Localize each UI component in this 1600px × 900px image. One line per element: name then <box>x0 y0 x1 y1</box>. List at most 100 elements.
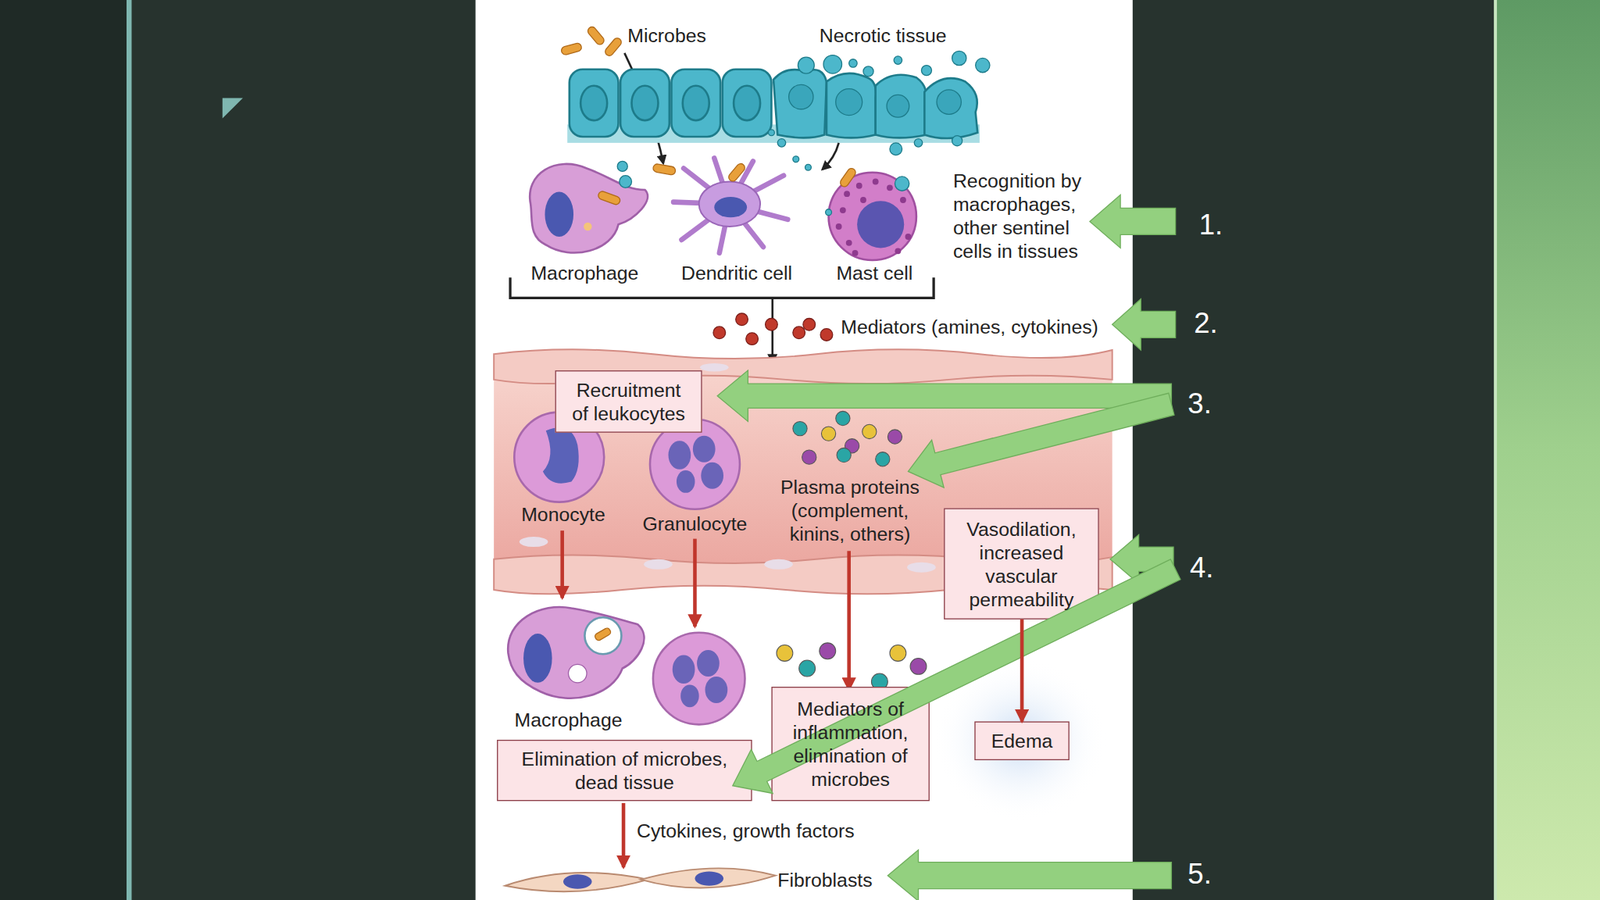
plasma-proteins <box>862 424 877 439</box>
part-label: Dendritic cell <box>665 260 809 285</box>
red-arrows <box>846 550 851 690</box>
sentinel-cells <box>699 181 761 226</box>
box-text: Recruitment of leukocytes <box>568 378 689 425</box>
necrotic-tissue <box>822 142 840 170</box>
blood-cells <box>692 435 716 463</box>
part-label: Mast cell <box>813 260 936 285</box>
plasma-proteins <box>910 657 927 675</box>
background <box>1494 0 1600 900</box>
red-arrows <box>692 539 697 627</box>
process-box: Elimination of microbes, dead tissue <box>496 739 753 801</box>
tissue-cells <box>563 874 593 889</box>
necrotic-tissue <box>835 89 863 116</box>
sentinel-cells <box>673 157 788 253</box>
sentinel-cells <box>619 175 633 189</box>
necrotic-tissue <box>789 84 814 109</box>
plasma-proteins <box>776 410 927 690</box>
necrotic-tissue <box>797 57 815 74</box>
sentinel-cells <box>886 184 893 191</box>
sentinel-cells <box>857 200 904 248</box>
necrotic-tissue <box>936 89 961 115</box>
microbes <box>585 25 606 47</box>
callout-number: 5. <box>1187 857 1212 892</box>
blood-cells <box>700 462 724 490</box>
part-label: Mediators (amines, cytokines) <box>840 315 1099 340</box>
background <box>1493 0 1497 900</box>
sentinel-cells <box>900 196 907 204</box>
sentinel-cells <box>596 190 622 207</box>
microbes <box>603 36 624 58</box>
sentinel-cells <box>846 239 853 247</box>
necrotic-tissue <box>875 75 927 139</box>
red-arrows <box>560 530 565 598</box>
sentinel-cells <box>839 207 847 214</box>
sentinel-cells <box>852 250 859 257</box>
sentinel-cells <box>727 161 747 183</box>
part-label: Fibroblasts <box>777 868 872 893</box>
process-box: Mediators of inflammation, elimination o… <box>771 686 929 801</box>
callout-number: 4. <box>1189 550 1215 586</box>
plasma-proteins <box>792 421 808 436</box>
blood-cells <box>668 440 692 470</box>
plasma-proteins <box>875 452 890 467</box>
tissue-cells <box>505 607 1108 892</box>
tissue-cells <box>584 617 622 654</box>
part-label: Macrophage <box>496 707 640 732</box>
microbes <box>652 163 676 175</box>
epithelium <box>682 85 710 121</box>
background <box>222 97 243 118</box>
tissue-cells <box>640 867 775 888</box>
process-box: Recruitment of leukocytes <box>555 370 703 433</box>
necrotic-tissue <box>952 50 967 65</box>
plasma-proteins <box>821 426 836 441</box>
tissue-cells <box>568 664 588 683</box>
sentinel-cells <box>544 192 574 237</box>
epithelium <box>722 69 772 137</box>
necrotic-tissue <box>889 142 903 156</box>
part-label: Monocyte <box>492 503 636 527</box>
mediator-dots <box>820 328 833 342</box>
plasma-proteins <box>819 642 836 660</box>
plasma-proteins <box>889 644 907 661</box>
sentinel-cells <box>839 167 858 189</box>
background <box>0 0 128 900</box>
box-text: Elimination of microbes, dead tissue <box>507 746 741 794</box>
plasma-proteins <box>887 429 902 444</box>
tissue-cells <box>505 872 649 892</box>
box-text: Vasodilation, increased vascular permeab… <box>955 517 1089 611</box>
tissue-cells <box>680 684 700 708</box>
sentinel-cells <box>714 196 747 218</box>
flow-arrow <box>1020 619 1025 722</box>
mediator-dots <box>713 326 726 340</box>
vessel <box>643 559 673 570</box>
necrotic-tissue <box>886 94 910 118</box>
mediator-dots <box>735 313 749 326</box>
plasma-proteins <box>776 644 793 661</box>
part-label: Cytokines, growth factors <box>636 819 855 843</box>
callout-arrow <box>907 392 1175 488</box>
process-box: Edema <box>974 721 1069 761</box>
blood-cells <box>650 419 740 510</box>
part-label: Plasma proteins (complement, kinins, oth… <box>768 475 933 547</box>
callout-arrow <box>887 850 1172 900</box>
mediator-dots <box>713 313 833 345</box>
necrotic-tissue <box>863 66 874 77</box>
sentinel-cells <box>905 233 912 240</box>
sentinel-cells <box>856 182 863 190</box>
process-box: Vasodilation, increased vascular permeab… <box>943 507 1100 619</box>
sentinel-cells <box>894 247 901 254</box>
background <box>126 0 133 900</box>
callout-arrow <box>1089 194 1176 248</box>
necrotic-tissue <box>975 57 990 72</box>
callout-number: 3. <box>1187 386 1212 422</box>
sentinel-cells <box>617 160 628 172</box>
microbes <box>560 42 583 56</box>
vessel <box>700 363 729 372</box>
sentinel-cells <box>835 223 843 230</box>
part-label: Granulocyte <box>623 512 767 536</box>
vessel <box>764 559 793 570</box>
part-label: Recognition by macrophages, other sentin… <box>953 169 1104 264</box>
